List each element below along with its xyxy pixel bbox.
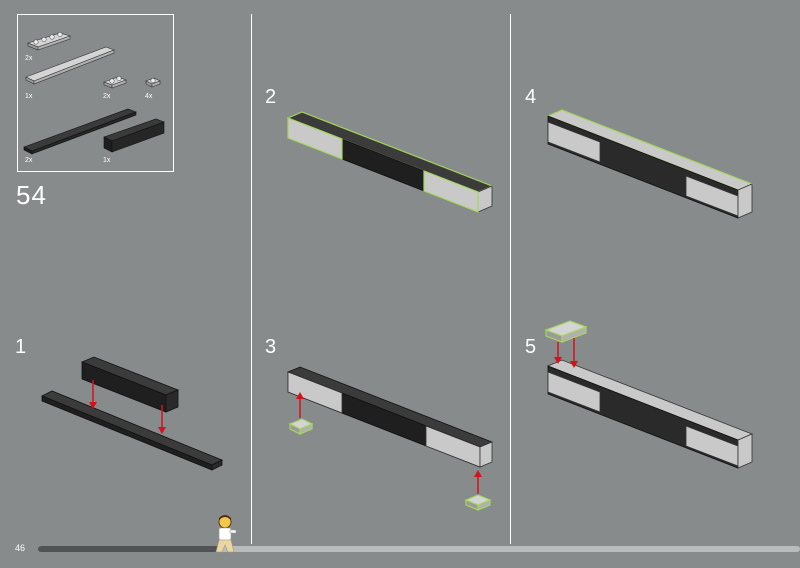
sub-step-number: 1	[15, 336, 27, 358]
part-qty-plate-1x4: 2x	[25, 55, 33, 62]
step-4-assembly	[546, 109, 754, 219]
part-qty-plate-1x10: 1x	[25, 93, 33, 100]
insertion-arrow-icon	[554, 338, 578, 368]
sub-step-number: 4	[525, 86, 537, 108]
step-5-assembly	[546, 359, 754, 469]
plate-1x10-light-icon	[25, 46, 115, 85]
insertion-arrow-icon	[89, 380, 166, 434]
plate-1x2-highlighted-icon	[544, 320, 588, 343]
progress-fill	[38, 546, 221, 552]
plate-1x12-black-icon	[41, 390, 223, 471]
column-divider	[251, 14, 252, 544]
insertion-arrow-icon	[296, 392, 482, 494]
brick-1x6-black-icon	[103, 118, 165, 153]
step-3-assembly	[286, 366, 494, 468]
plate-1x1-highlighted-icon	[288, 418, 492, 511]
plate-1x2-light-icon	[103, 76, 127, 89]
part-qty-plate-1x1: 4x	[145, 93, 153, 100]
sub-step-number: 3	[265, 336, 277, 358]
minifigure-icon	[215, 515, 237, 553]
column-divider	[510, 14, 511, 544]
plate-1x1-light-icon	[145, 77, 161, 88]
sub-step-number: 5	[525, 336, 537, 358]
part-qty-plate-1x2: 2x	[103, 93, 111, 100]
step-2-assembly	[286, 111, 494, 213]
part-qty-plate-1x12-black: 2x	[25, 157, 33, 164]
parts-illustration	[23, 32, 165, 155]
progress-track	[38, 546, 800, 552]
sub-step-number: 2	[265, 86, 277, 108]
main-step-number: 54	[16, 180, 47, 210]
plate-1x12-black-icon	[23, 108, 137, 155]
part-qty-brick-1x6-black: 1x	[103, 157, 111, 164]
page-number: 46	[15, 543, 26, 553]
brick-1x6-black-icon	[80, 356, 180, 413]
parts-list-box: 2x 1x 2x 4x 2x 1x	[17, 14, 174, 172]
plate-1x4-light-icon	[27, 32, 71, 51]
